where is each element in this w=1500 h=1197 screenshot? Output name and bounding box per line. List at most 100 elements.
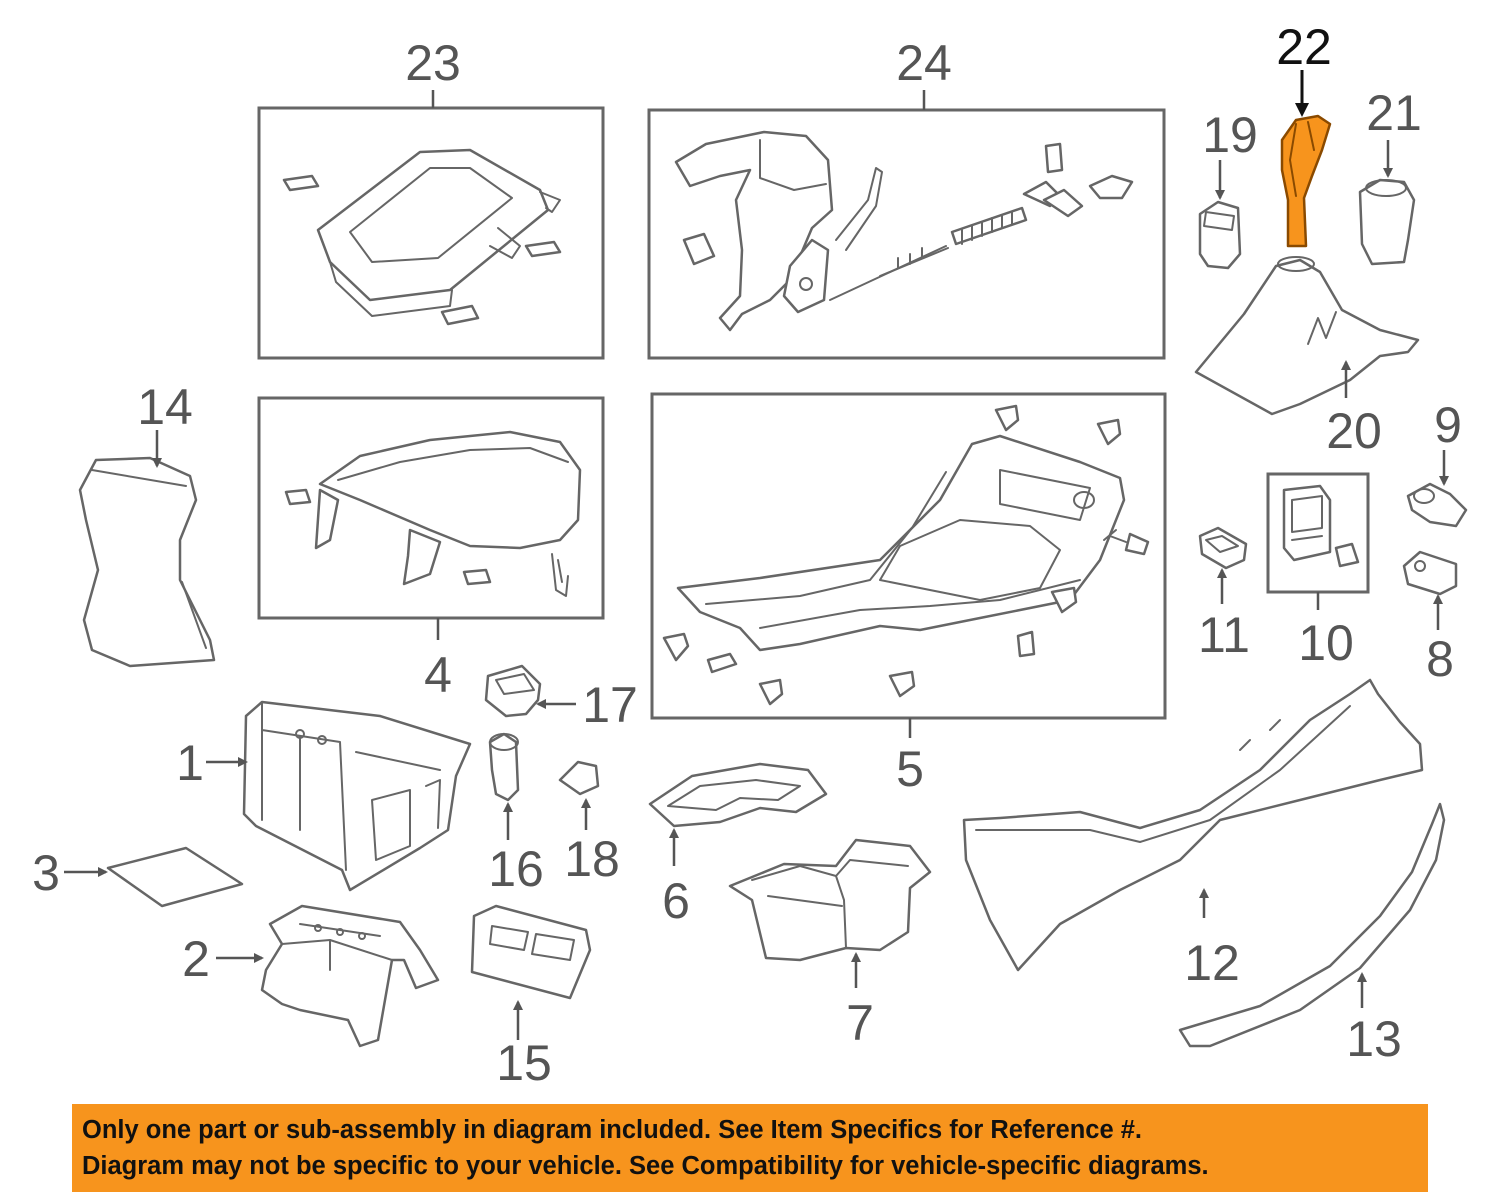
part-10-detail bbox=[1291, 495, 1323, 541]
part-15-group[interactable]: 15 bbox=[470, 904, 592, 1091]
part-5-frame bbox=[650, 392, 1167, 720]
part-2-hole-a bbox=[314, 924, 322, 932]
callout-21: 21 bbox=[1366, 85, 1422, 141]
part-1-shape bbox=[242, 700, 472, 892]
part-6-detail bbox=[667, 779, 801, 811]
callout-1: 1 bbox=[176, 735, 204, 791]
part-9-group[interactable]: 9 bbox=[1406, 397, 1468, 528]
callout-16: 16 bbox=[488, 841, 544, 897]
part-6-group[interactable]: 6 bbox=[648, 762, 828, 929]
part-23-shape bbox=[282, 148, 562, 326]
part-12-group[interactable]: 12 bbox=[962, 678, 1424, 991]
part-11-group[interactable]: 11 bbox=[1198, 526, 1250, 663]
part-7-group[interactable]: 7 bbox=[728, 838, 932, 1051]
part-20-shape bbox=[1194, 258, 1420, 416]
part-21-top bbox=[1365, 179, 1407, 197]
part-16-top bbox=[489, 733, 519, 751]
callout-2: 2 bbox=[182, 931, 210, 987]
part-19-shape bbox=[1198, 200, 1242, 270]
part-4-group[interactable]: 4 bbox=[257, 396, 605, 703]
callout-4: 4 bbox=[424, 647, 452, 703]
callout-15: 15 bbox=[496, 1035, 552, 1091]
callout-3: 3 bbox=[32, 845, 60, 901]
callout-22: 22 bbox=[1276, 19, 1332, 75]
part-4-frame bbox=[257, 396, 605, 620]
part-17-detail bbox=[495, 673, 535, 695]
disclaimer-banner: Only one part or sub-assembly in diagram… bbox=[72, 1104, 1428, 1192]
callout-18: 18 bbox=[564, 831, 620, 887]
part-12-edge bbox=[975, 705, 1351, 843]
part-4-shape bbox=[284, 430, 582, 597]
callout-19: 19 bbox=[1202, 107, 1258, 163]
part-10-shape bbox=[1282, 484, 1332, 562]
part-20-opening bbox=[1277, 256, 1315, 272]
callout-24: 24 bbox=[896, 35, 952, 91]
part-22-group[interactable]: 22 bbox=[1276, 19, 1332, 248]
callout-17: 17 bbox=[582, 677, 638, 733]
part-1-hole-a bbox=[295, 729, 305, 739]
part-1-hole-b bbox=[317, 735, 327, 745]
part-23-group[interactable]: 23 bbox=[257, 35, 605, 360]
part-22-shape bbox=[1280, 114, 1332, 248]
part-20-gate bbox=[1307, 311, 1337, 345]
part-3-shape bbox=[106, 846, 244, 908]
part-23-frame bbox=[257, 106, 605, 360]
part-20-group[interactable]: 20 bbox=[1194, 256, 1420, 459]
part-5-group[interactable]: 5 bbox=[650, 392, 1167, 797]
callout-13: 13 bbox=[1346, 1011, 1402, 1067]
part-10-clip bbox=[1334, 542, 1360, 568]
part-10-group[interactable]: 10 bbox=[1266, 472, 1370, 671]
part-11-detail bbox=[1205, 535, 1239, 553]
callout-12: 12 bbox=[1184, 935, 1240, 991]
part-24-group[interactable]: 24 bbox=[647, 35, 1166, 360]
part-2-shape bbox=[260, 904, 440, 1048]
part-14-shape bbox=[78, 456, 216, 668]
part-9-shape bbox=[1406, 482, 1468, 528]
part-13-group[interactable]: 13 bbox=[1178, 802, 1446, 1067]
callout-23: 23 bbox=[405, 35, 461, 91]
part-13-shape bbox=[1178, 802, 1446, 1048]
part-2-hole-b bbox=[336, 928, 344, 936]
part-24-frame bbox=[647, 108, 1166, 360]
part-22-seam bbox=[1289, 121, 1315, 197]
part-19-detail bbox=[1203, 211, 1235, 231]
part-2-group[interactable]: 2 bbox=[182, 904, 440, 1048]
part-5-shape bbox=[662, 404, 1150, 706]
part-15-buttons bbox=[489, 925, 575, 961]
part-24-shape bbox=[674, 130, 1134, 332]
part-14-edge bbox=[91, 469, 207, 649]
callout-20: 20 bbox=[1326, 403, 1382, 459]
part-3-group[interactable]: 3 bbox=[32, 845, 244, 908]
part-11-shape bbox=[1198, 526, 1248, 570]
part-16-shape bbox=[488, 732, 520, 802]
part-7-shape bbox=[728, 838, 932, 962]
part-15-shape bbox=[470, 904, 592, 1000]
part-19-group[interactable]: 19 bbox=[1198, 107, 1258, 270]
part-9-face bbox=[1413, 488, 1435, 504]
disclaimer-line-2: Diagram may not be specific to your vehi… bbox=[82, 1152, 1209, 1180]
part-2-hole-c bbox=[358, 932, 366, 940]
disclaimer-line-1: Only one part or sub-assembly in diagram… bbox=[82, 1116, 1142, 1144]
callout-9: 9 bbox=[1434, 397, 1462, 453]
part-14-group[interactable]: 14 bbox=[78, 379, 216, 668]
part-8-button bbox=[1414, 560, 1426, 572]
part-8-shape bbox=[1402, 550, 1458, 596]
part-18-group[interactable]: 18 bbox=[558, 760, 620, 887]
part-6-shape bbox=[648, 762, 828, 828]
part-1-group[interactable]: 1 bbox=[176, 700, 472, 892]
part-8-group[interactable]: 8 bbox=[1402, 550, 1458, 687]
part-1-detail bbox=[261, 701, 441, 871]
callout-5: 5 bbox=[896, 741, 924, 797]
callout-10: 10 bbox=[1298, 615, 1354, 671]
callout-14: 14 bbox=[137, 379, 193, 435]
part-16-group[interactable]: 16 bbox=[488, 732, 544, 897]
part-7-detail bbox=[751, 859, 909, 949]
callout-6: 6 bbox=[662, 873, 690, 929]
part-17-group[interactable]: 17 bbox=[484, 664, 638, 733]
part-21-group[interactable]: 21 bbox=[1358, 85, 1422, 266]
callout-11: 11 bbox=[1198, 607, 1250, 663]
callout-7: 7 bbox=[846, 995, 874, 1051]
part-18-shape bbox=[558, 760, 600, 796]
callout-8: 8 bbox=[1426, 631, 1454, 687]
